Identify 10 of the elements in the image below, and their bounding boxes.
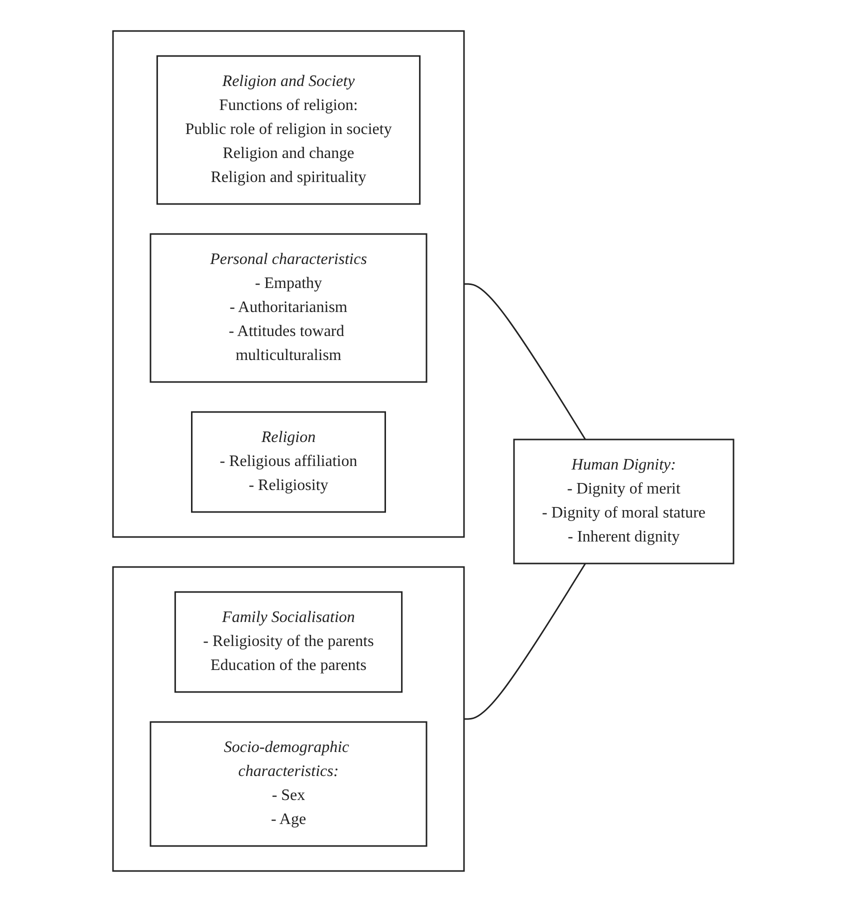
node-box: Personal characteristics - Empathy - Authoritarianism - Attitudes toward multiculturalism [150, 232, 428, 382]
node-box: Family Socialisation - Religiosity of the parents Education of the parents [174, 590, 403, 692]
node-box: Socio-demographic characteristics: - Sex - Age [150, 720, 428, 846]
node-box: Human Dignity: - Dignity of merit - Dignity of moral stature - Inherent dignity [513, 438, 734, 564]
connector [464, 562, 586, 720]
cluster [112, 566, 465, 872]
connector [464, 282, 586, 440]
cluster [112, 30, 465, 538]
node-box: Religion - Religious affiliation - Religiosity [191, 410, 386, 512]
node-box: Religion and Society Functions of religion: Public role of religion in society Religion and change Religion and spirituality [156, 54, 421, 204]
